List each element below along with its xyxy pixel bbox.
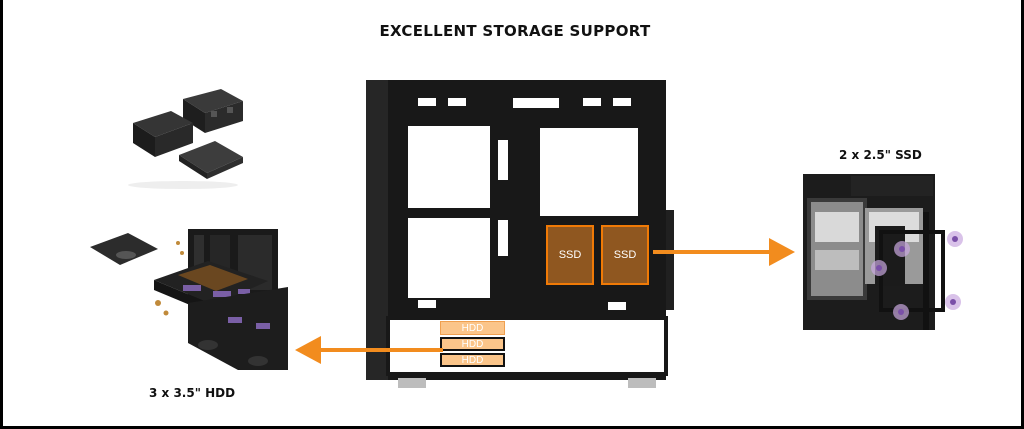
ssd-slot: SSD (601, 225, 649, 285)
ssd-capacity-label: 2 x 2.5" SSD (839, 148, 922, 162)
hdd-slot-label: HDD (461, 354, 484, 366)
ssd-slot: SSD (546, 225, 594, 285)
ssd-mount-photo (803, 174, 963, 330)
ssd-slot-label: SSD (558, 249, 582, 261)
hdd-slot: HDD (440, 337, 505, 351)
hdd-capacity-label: 3 x 3.5" HDD (149, 386, 236, 400)
hdd-slot-label: HDD (461, 338, 484, 350)
arrow-left-icon (295, 336, 443, 364)
hdd-slot: HDD (440, 321, 505, 335)
hdd-install-closeup-photo (90, 229, 288, 370)
hdd-slot-label: HDD (461, 322, 484, 334)
hdd-slot: HDD (440, 353, 505, 367)
page-title: EXCELLENT STORAGE SUPPORT (379, 22, 651, 40)
ssd-slot-label: SSD (613, 249, 637, 261)
arrow-right-icon (653, 238, 795, 266)
drive-cages-photo (128, 89, 243, 189)
